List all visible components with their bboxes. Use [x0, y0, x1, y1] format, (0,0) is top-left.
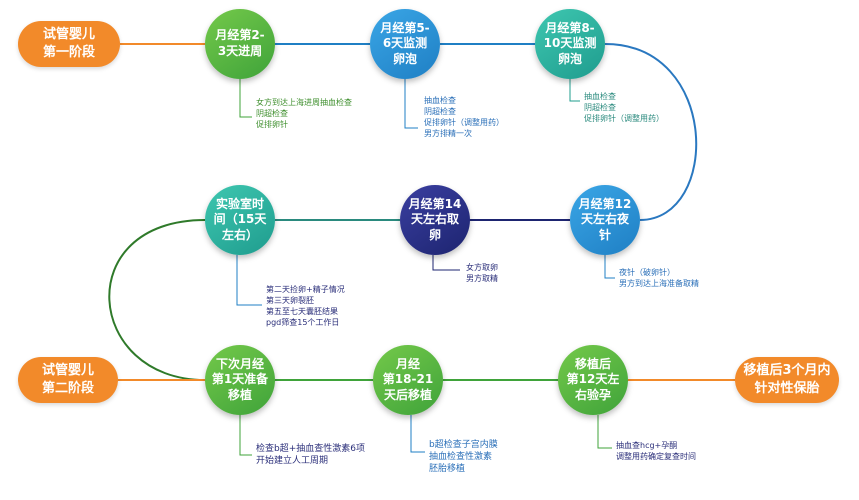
note-item: 抽血检查: [424, 96, 456, 105]
note-item: 男方到达上海准备取精: [619, 279, 699, 288]
note-item: 夜针（破卵针）: [619, 268, 675, 277]
step-3-label: 月经第8- 10天监测 卵泡: [543, 20, 597, 66]
step-1-label: 月经第2- 3天进周: [215, 28, 265, 58]
note-item: 阴超检查: [424, 107, 456, 116]
note-item: 抽血查hcg+孕酮: [616, 441, 678, 450]
step-7-notes: 检查b超+抽血查性激素6项 开始建立人工周期: [256, 443, 365, 467]
stage-1-label: 试管婴儿 第一阶段: [18, 21, 120, 67]
note-item: 男方排精一次: [424, 129, 472, 138]
step-1-node: 月经第2- 3天进周: [205, 9, 275, 79]
step-5-node: 月经第14 天左右取 卵: [400, 185, 470, 255]
note-item: 第二天捡卵+精子情况: [266, 285, 345, 294]
note-item: 促排卵针（调整用药）: [584, 114, 664, 123]
final-stage-label: 移植后3个月内 针对性保胎: [735, 357, 839, 403]
stage-2-text: 试管婴儿 第二阶段: [41, 363, 94, 396]
note-item: 促排卵针: [256, 120, 288, 129]
stage-2-label: 试管婴儿 第二阶段: [18, 357, 118, 403]
step-8-notes: b超检查子宫内膜 抽血检查性激素 胚胎移植: [429, 439, 498, 475]
step-4-node: 月经第12 天左右夜 针: [570, 185, 640, 255]
step-7-node: 下次月经 第1天准备 移植: [205, 345, 275, 415]
note-item: 第五至七天囊胚结果: [266, 307, 338, 316]
step-2-node: 月经第5- 6天监测 卵泡: [370, 9, 440, 79]
note-item: 女方取卵: [466, 263, 498, 272]
note-item: 阴超检查: [256, 109, 288, 118]
note-item: b超检查子宫内膜: [429, 440, 498, 450]
step-9-node: 移植后 第12天左 右验孕: [558, 345, 628, 415]
note-item: 男方取精: [466, 274, 498, 283]
note-item: 开始建立人工周期: [256, 456, 329, 466]
note-item: 阴超检查: [584, 103, 616, 112]
note-item: 第三天卵裂胚: [266, 296, 314, 305]
step-8-node: 月经 第18-21 天后移植: [373, 345, 443, 415]
step-3-notes: 抽血检查 阴超检查 促排卵针（调整用药）: [584, 91, 664, 124]
step-4-notes: 夜针（破卵针） 男方到达上海准备取精: [619, 267, 699, 289]
step-7-label: 下次月经 第1天准备 移植: [211, 356, 269, 402]
final-stage-text: 移植后3个月内 针对性保胎: [743, 363, 831, 396]
note-item: 抽血检查性激素: [429, 452, 493, 462]
step-2-label: 月经第5- 6天监测 卵泡: [380, 20, 430, 66]
step-5-label: 月经第14 天左右取 卵: [408, 196, 462, 242]
step-6-label: 实验室时 间（15天 左右）: [213, 196, 267, 242]
step-9-label: 移植后 第12天左 右验孕: [566, 356, 620, 402]
step-6-node: 实验室时 间（15天 左右）: [205, 185, 275, 255]
step-5-notes: 女方取卵 男方取精: [466, 262, 498, 284]
stage-1-text: 试管婴儿 第一阶段: [42, 27, 95, 60]
note-item: 检查b超+抽血查性激素6项: [256, 444, 365, 454]
step-3-node: 月经第8- 10天监测 卵泡: [535, 9, 605, 79]
note-item: 调整用药确定复查时间: [616, 452, 696, 461]
step-1-notes: 女方到达上海进周抽血检查 阴超检查 促排卵针: [256, 97, 352, 130]
step-6-notes: 第二天捡卵+精子情况 第三天卵裂胚 第五至七天囊胚结果 pgd筛查15个工作日: [266, 284, 345, 328]
step-9-notes: 抽血查hcg+孕酮 调整用药确定复查时间: [616, 440, 696, 462]
note-item: 胚胎移植: [429, 464, 466, 474]
note-item: pgd筛查15个工作日: [266, 318, 340, 327]
note-item: 女方到达上海进周抽血检查: [256, 98, 352, 107]
step-8-label: 月经 第18-21 天后移植: [382, 356, 434, 402]
step-4-label: 月经第12 天左右夜 针: [578, 196, 632, 242]
note-item: 抽血检查: [584, 92, 616, 101]
step-2-notes: 抽血检查 阴超检查 促排卵针（调整用药） 男方排精一次: [424, 95, 504, 139]
note-item: 促排卵针（调整用药）: [424, 118, 504, 127]
